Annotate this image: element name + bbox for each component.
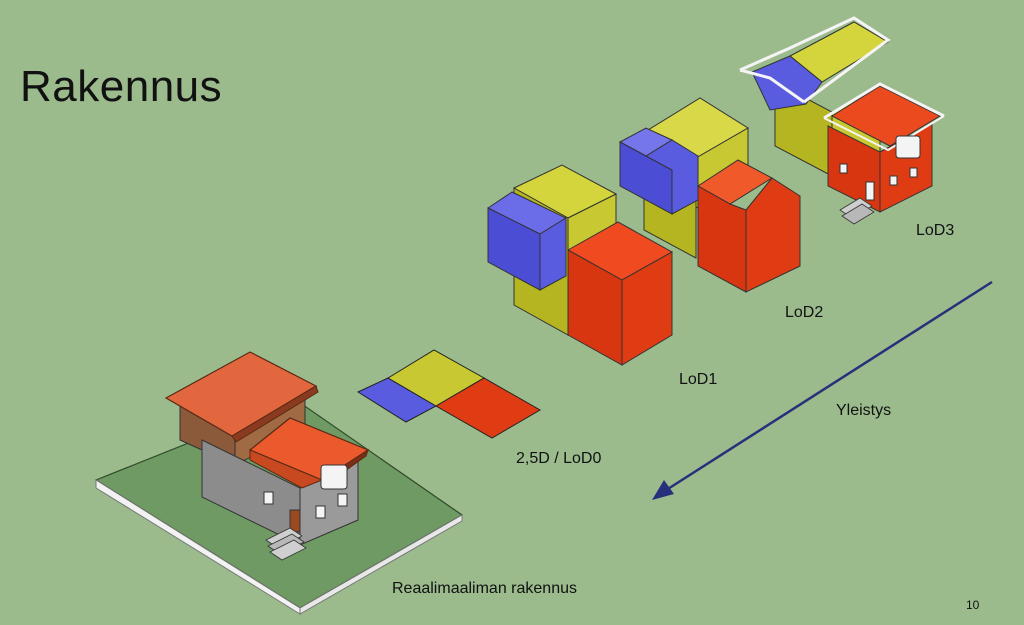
lod3-red-roof [830, 85, 942, 147]
window-icon [895, 135, 921, 159]
generalization-arrow [652, 280, 993, 500]
lod2-blocks [618, 97, 801, 293]
stairs-icon [265, 527, 307, 561]
lod3-model [739, 16, 945, 225]
lod1-blocks [487, 164, 674, 366]
page-number: 10 [966, 598, 980, 612]
label-lod0: 2,5D / LoD0 [516, 450, 602, 467]
window-icon [909, 167, 918, 178]
lod0-footprint [356, 349, 541, 439]
window-icon [839, 163, 848, 174]
window-icon [320, 464, 348, 490]
window-icon [337, 493, 348, 507]
stairs-icon [839, 197, 875, 225]
real-building-model [94, 351, 464, 615]
label-real-building: Reaalimaaliman rakennus [392, 580, 577, 597]
door-icon [865, 181, 875, 201]
window-icon [263, 491, 274, 505]
window-icon [889, 175, 898, 186]
window-icon [315, 505, 326, 519]
ground-plate-edge-right [299, 514, 463, 615]
label-lod1: LoD1 [679, 371, 718, 388]
label-lod2: LoD2 [785, 304, 824, 321]
slide-title: Rakennus [20, 62, 223, 111]
label-lod3: LoD3 [916, 222, 955, 239]
label-generalization: Yleistys [836, 402, 892, 419]
